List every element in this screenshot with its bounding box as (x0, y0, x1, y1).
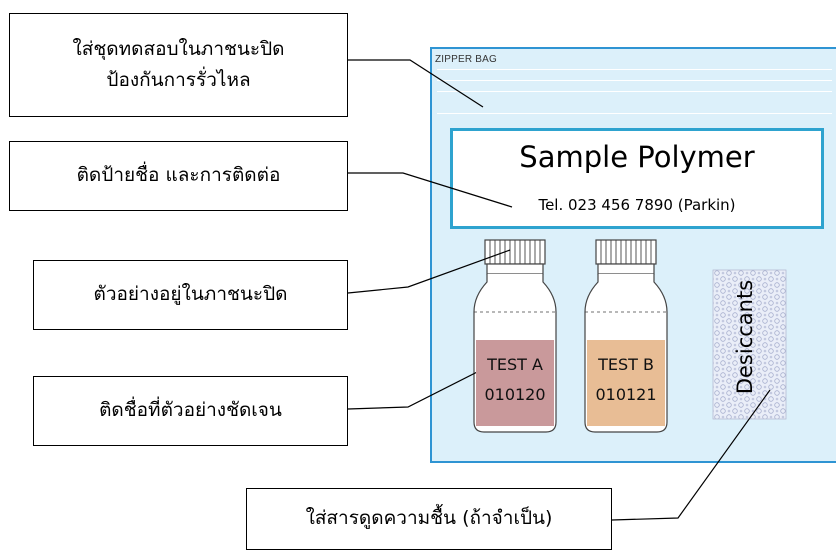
zipper-bag-label: ZIPPER BAG (435, 54, 498, 65)
sample-label-tel: Tel. 023 456 7890 (Parkin) (538, 196, 736, 214)
callout-name-box: ติดชื่อที่ตัวอย่างชัดเจน (33, 376, 348, 446)
zipper-line (437, 69, 832, 70)
diagram-canvas (347, 59, 787, 521)
sample-label-title: Sample Polymer (519, 140, 755, 174)
callout-name-text: ติดชื่อที่ตัวอย่างชัดเจน (99, 399, 282, 422)
leader-line (348, 172, 513, 208)
callout-container-line-2: ป้องกันการรั่วไหล (106, 69, 251, 91)
bottle-b-code: 010121 (595, 385, 657, 404)
callout-sample-box: ตัวอย่างอยู่ในภาชนะปิด (33, 260, 348, 330)
leader-line (347, 362, 496, 410)
callout-container-box: ใส่ชุดทดสอบในภาชนะปิด ป้องกันการรั่วไหล (9, 13, 348, 117)
bottle-b-name: TEST B (598, 355, 654, 374)
sample-label-card (450, 128, 824, 229)
bottle-a-tag: TEST A 010120 (476, 340, 554, 426)
leader-line (347, 249, 511, 294)
callout-container-line-1: ใส่ชุดทดสอบในภาชนะปิด (72, 37, 285, 60)
callout-desiccant-text: ใส่สารดูดความชื้น (ถ้าจำเป็น) (305, 507, 553, 529)
bottle-b-tag: TEST B 010121 (587, 340, 665, 426)
bottle-a-code: 010120 (484, 385, 546, 404)
callout-label-text: ติดป้ายชื่อ และการติดต่อ (76, 164, 281, 187)
zipper-line (437, 91, 832, 92)
bottle-a-name: TEST A (487, 355, 543, 374)
leader-line (348, 59, 484, 108)
desiccant-pack (712, 269, 787, 420)
zipper-line (437, 113, 832, 114)
leader-line (611, 389, 771, 521)
callout-label-box: ติดป้ายชื่อ และการติดต่อ (9, 141, 348, 211)
zipper-line (437, 80, 832, 81)
callout-sample-text: ตัวอย่างอยู่ในภาชนะปิด (93, 283, 288, 306)
desiccant-label: Desiccants (733, 279, 757, 395)
